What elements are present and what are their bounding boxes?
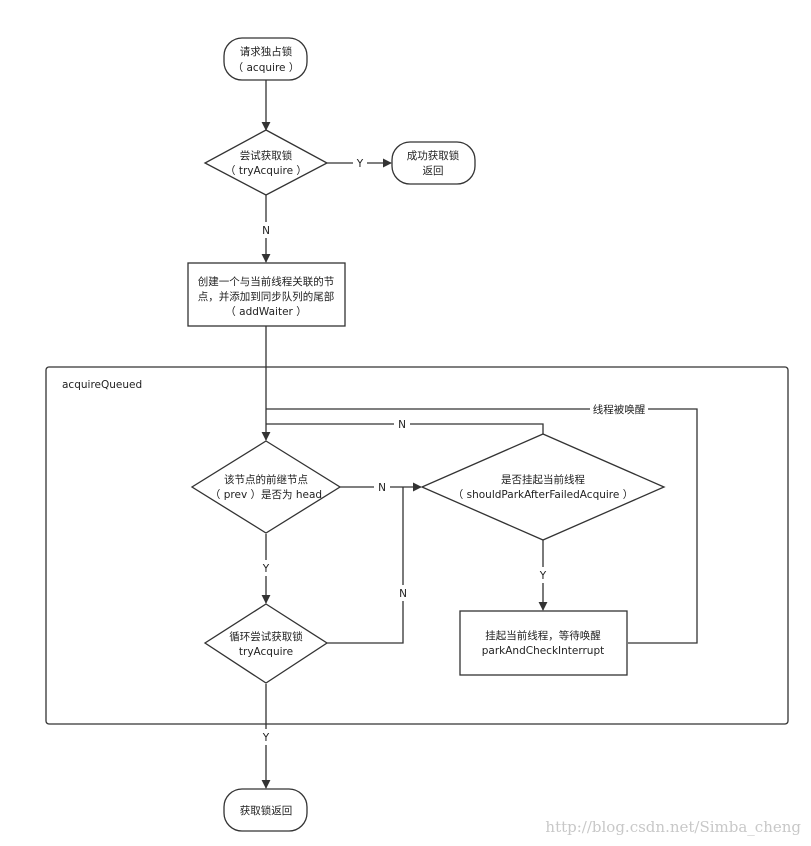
node-try-acquire-line1: 尝试获取锁 — [240, 149, 293, 162]
acquire-queued-group — [45, 366, 789, 725]
node-add-waiter-line3: （ addWaiter ） — [225, 306, 306, 318]
node-prev-is-head: 该节点的前继节点 （ prev ）是否为 head — [190, 440, 342, 534]
node-start-line2: （ acquire ） — [233, 62, 300, 74]
edge-label-should-park-yes: Y — [539, 570, 547, 582]
node-add-waiter: 创建一个与当前线程关联的节 点，并添加到同步队列的尾部 （ addWaiter … — [187, 262, 346, 327]
node-success-return: 成功获取锁 返回 — [391, 141, 476, 185]
edge-label-head-no: N — [378, 482, 386, 494]
edge-label-woken: 线程被唤醒 — [593, 403, 646, 416]
node-should-park: 是否挂起当前线程 （ shouldParkAfterFailedAcquire … — [420, 433, 666, 541]
node-should-park-line2: （ shouldParkAfterFailedAcquire ） — [453, 489, 633, 501]
edge-label-loop-yes: Y — [262, 732, 270, 744]
node-end-line1: 获取锁返回 — [240, 804, 293, 817]
node-park-line2: parkAndCheckInterrupt — [482, 645, 605, 657]
node-prev-is-head-line2: （ prev ）是否为 head — [210, 489, 322, 501]
node-start-line1: 请求独占锁 — [240, 45, 293, 58]
acquire-queued-label: acquireQueued — [62, 379, 142, 391]
node-success-line2: 返回 — [423, 165, 444, 177]
node-try-acquire-line2: （ tryAcquire ） — [225, 165, 307, 177]
edge-label-try-yes: Y — [356, 158, 364, 170]
node-prev-is-head-line1: 该节点的前继节点 — [224, 473, 308, 486]
watermark-text: http://blog.csdn.net/Simba_cheng — [545, 818, 801, 836]
node-loop-try-acquire: 循环尝试获取锁 tryAcquire — [203, 603, 329, 684]
node-add-waiter-line1: 创建一个与当前线程关联的节 — [198, 275, 335, 288]
node-loop-try-line1: 循环尝试获取锁 — [229, 630, 303, 643]
node-loop-try-line2: tryAcquire — [239, 646, 293, 658]
node-success-line1: 成功获取锁 — [407, 149, 460, 162]
node-end: 获取锁返回 — [223, 788, 308, 832]
edge-label-try-no: N — [262, 225, 270, 237]
node-start: 请求独占锁 （ acquire ） — [223, 37, 308, 81]
node-try-acquire: 尝试获取锁 （ tryAcquire ） — [203, 129, 329, 196]
edge-park-wakeup-loop — [266, 408, 698, 644]
edge-label-head-yes: Y — [262, 563, 270, 575]
node-park: 挂起当前线程，等待唤醒 parkAndCheckInterrupt — [459, 610, 628, 676]
node-add-waiter-line2: 点，并添加到同步队列的尾部 — [198, 290, 335, 303]
edge-loop-try-to-should-park — [327, 487, 404, 644]
edge-should-park-no-loop — [266, 423, 544, 434]
edge-label-park-no: N — [398, 419, 406, 431]
edge-label-loop-no: N — [399, 588, 407, 600]
node-park-line1: 挂起当前线程，等待唤醒 — [485, 629, 601, 642]
node-should-park-line1: 是否挂起当前线程 — [501, 473, 585, 486]
